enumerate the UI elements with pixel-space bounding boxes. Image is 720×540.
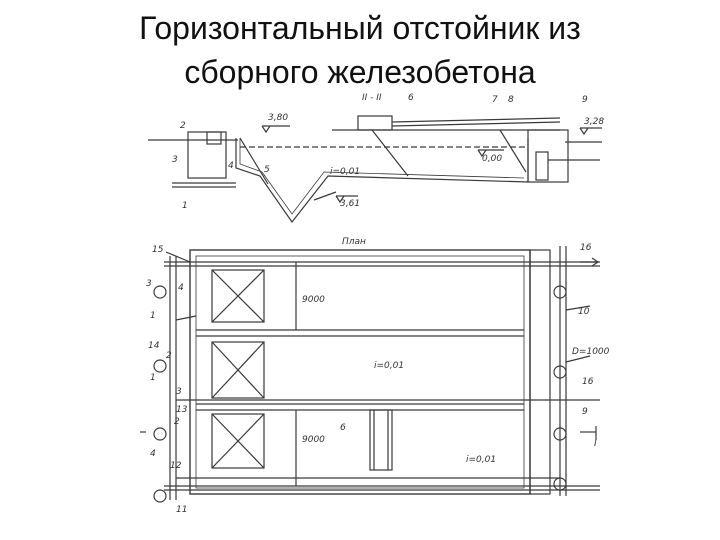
plan-label: План bbox=[342, 237, 366, 247]
plan-callout-right-2: 10 bbox=[578, 307, 590, 317]
plan-callout-6: 6 bbox=[340, 423, 346, 433]
plan-callout-left-2: 3 bbox=[146, 279, 152, 289]
plan-callout-left-12: 12 bbox=[170, 461, 182, 471]
callout-9: 9 bbox=[582, 95, 588, 105]
callout-1: 1 bbox=[182, 201, 188, 211]
elev-top: 3,80 bbox=[268, 113, 288, 123]
plan-callout-left-3: 4 bbox=[178, 283, 184, 293]
engineering-drawing: II - II 3,80 3,28 0,00 i=0,01 3,61 2 3 4… bbox=[140, 93, 610, 515]
plan-callout-left-4: 1 bbox=[150, 311, 156, 321]
plan-callout-left-11: 4 bbox=[150, 449, 156, 459]
plan-view bbox=[140, 246, 600, 503]
plan-callout-right-4: 9 bbox=[582, 407, 588, 417]
plan-slope-low: i=0,01 bbox=[466, 455, 496, 465]
title-line-2: сборного железобетона bbox=[184, 54, 536, 90]
callout-7: 7 bbox=[492, 95, 498, 105]
plan-callout-left-7: 1 bbox=[150, 373, 156, 383]
section-slope: i=0,01 bbox=[330, 167, 360, 177]
dim-upper: 9000 bbox=[302, 295, 325, 305]
callout-5: 5 bbox=[264, 165, 270, 175]
pipe-diameter: D=1000 bbox=[572, 347, 610, 357]
callout-6: 6 bbox=[408, 93, 414, 103]
section-mark-right: I bbox=[594, 439, 597, 449]
plan-callout-left-13: 11 bbox=[176, 505, 187, 515]
plan-callout-left-8: 3 bbox=[176, 387, 182, 397]
elev-pit: 3,61 bbox=[340, 199, 360, 209]
plan-callout-left-9: 13 bbox=[176, 405, 188, 415]
callout-4: 4 bbox=[228, 161, 234, 171]
elev-right: 3,28 bbox=[584, 117, 604, 127]
section-view bbox=[148, 115, 602, 224]
plan-slope-mid: i=0,01 bbox=[374, 361, 404, 371]
plan-callout-left-5: 14 bbox=[148, 341, 160, 351]
callout-3: 3 bbox=[172, 155, 178, 165]
plan-callout-left-6: 2 bbox=[166, 351, 172, 361]
slide-title: Горизонтальный отстойник из сборного жел… bbox=[0, 6, 720, 94]
elev-water: 0,00 bbox=[482, 154, 502, 164]
callout-8: 8 bbox=[508, 95, 514, 105]
plan-callout-left-1: 15 bbox=[152, 245, 164, 255]
section-label: II - II bbox=[362, 93, 382, 103]
plan-callout-right-1: 16 bbox=[580, 243, 592, 253]
plan-callout-left-10: 2 bbox=[174, 417, 180, 427]
callout-2: 2 bbox=[180, 121, 186, 131]
plan-callout-right-3: 16 bbox=[582, 377, 594, 387]
dim-lower: 9000 bbox=[302, 435, 325, 445]
title-line-1: Горизонтальный отстойник из bbox=[139, 10, 581, 46]
